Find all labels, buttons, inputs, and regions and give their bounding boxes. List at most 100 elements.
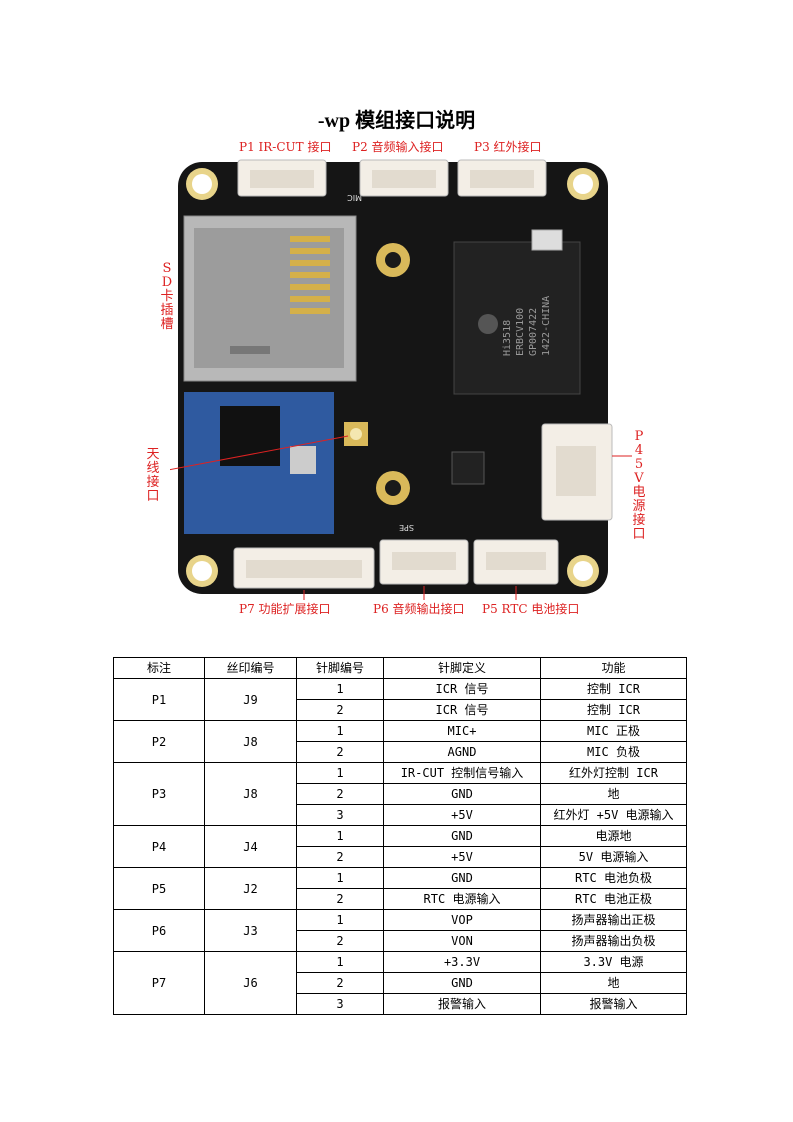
cell-silk: J3 xyxy=(204,909,297,952)
label-p2: P2 音频输入接口 xyxy=(352,140,444,154)
cell-mark: P4 xyxy=(113,825,205,868)
cell-func: RTC 电池正极 xyxy=(540,888,687,910)
cell-pin: 2 xyxy=(296,930,384,952)
cell-pin: 1 xyxy=(296,909,384,931)
header-func: 功能 xyxy=(540,657,687,679)
cell-func: 控制 ICR xyxy=(540,699,687,721)
cell-mark: P5 xyxy=(113,867,205,910)
label-p4: P4 5V 电源接口 xyxy=(632,429,646,542)
wifi-module xyxy=(184,392,334,534)
connector-p7 xyxy=(233,547,375,589)
cell-def: IR-CUT 控制信号输入 xyxy=(383,762,541,784)
mounting-holes xyxy=(186,168,599,587)
cell-def: GND xyxy=(383,972,541,994)
label-sd-slot: SD卡插槽 xyxy=(160,261,174,332)
sd-card-slot xyxy=(183,215,357,382)
cell-pin: 3 xyxy=(296,993,384,1015)
cell-pin: 1 xyxy=(296,867,384,889)
cell-silk: J4 xyxy=(204,825,297,868)
cell-func: 报警输入 xyxy=(540,993,687,1015)
silk-spe: SPE xyxy=(399,523,414,532)
cell-func: RTC 电池负极 xyxy=(540,867,687,889)
cell-pin: 2 xyxy=(296,783,384,805)
cell-pin: 1 xyxy=(296,678,384,700)
cell-func: 地 xyxy=(540,972,687,994)
cell-silk: J8 xyxy=(204,762,297,826)
header-mark: 标注 xyxy=(113,657,205,679)
header-silk: 丝印编号 xyxy=(204,657,297,679)
header-def: 针脚定义 xyxy=(383,657,541,679)
cell-func: MIC 负极 xyxy=(540,741,687,763)
cell-mark: P2 xyxy=(113,720,205,763)
cell-pin: 1 xyxy=(296,825,384,847)
cell-func: MIC 正极 xyxy=(540,720,687,742)
crystal xyxy=(531,229,563,251)
connector-p4 xyxy=(541,423,613,521)
cell-def: RTC 电源输入 xyxy=(383,888,541,910)
label-antenna: 天线接口 xyxy=(146,447,160,504)
cell-pin: 2 xyxy=(296,699,384,721)
cell-pin: 2 xyxy=(296,972,384,994)
cell-func: 5V 电源输入 xyxy=(540,846,687,868)
chip-text-4: 1422-CHINA xyxy=(541,296,552,356)
cell-pin: 1 xyxy=(296,720,384,742)
cell-func: 3.3V 电源 xyxy=(540,951,687,973)
cell-def: VON xyxy=(383,930,541,952)
label-p3: P3 红外接口 xyxy=(474,140,542,154)
pcb-board-image: MIC Hi3518 ERBCV100 GP007422 1422-CHINA xyxy=(170,159,632,600)
connector-p3 xyxy=(457,159,547,197)
cell-def: +3.3V xyxy=(383,951,541,973)
chip-text-2: ERBCV100 xyxy=(515,308,526,356)
cell-func: 扬声器输出负极 xyxy=(540,930,687,952)
main-chip: Hi3518 ERBCV100 GP007422 1422-CHINA xyxy=(453,241,581,395)
small-chip xyxy=(451,451,485,485)
chip-text-3: GP007422 xyxy=(528,308,539,356)
page-title: -wp 模组接口说明 xyxy=(317,110,476,132)
cell-func: 控制 ICR xyxy=(540,678,687,700)
cell-def: AGND xyxy=(383,741,541,763)
cell-mark: P1 xyxy=(113,678,205,721)
cell-def: +5V xyxy=(383,804,541,826)
cell-silk: J8 xyxy=(204,720,297,763)
cell-mark: P3 xyxy=(113,762,205,826)
cell-def: GND xyxy=(383,867,541,889)
table-header-row: 标注 丝印编号 针脚编号 针脚定义 功能 xyxy=(113,657,687,679)
cell-silk: J2 xyxy=(204,867,297,910)
cell-def: GND xyxy=(383,825,541,847)
cell-pin: 2 xyxy=(296,888,384,910)
cell-mark: P7 xyxy=(113,951,205,1015)
cell-def: GND xyxy=(383,783,541,805)
cell-pin: 2 xyxy=(296,846,384,868)
label-p1: P1 IR-CUT 接口 xyxy=(239,140,332,154)
cell-pin: 3 xyxy=(296,804,384,826)
cell-def: VOP xyxy=(383,909,541,931)
cell-pin: 1 xyxy=(296,951,384,973)
cell-silk: J9 xyxy=(204,678,297,721)
cell-def: +5V xyxy=(383,846,541,868)
cell-def: MIC+ xyxy=(383,720,541,742)
cell-pin: 1 xyxy=(296,762,384,784)
header-pin: 针脚编号 xyxy=(296,657,384,679)
silk-mic: MIC xyxy=(347,193,362,202)
cell-func: 红外灯控制 ICR xyxy=(540,762,687,784)
cell-pin: 2 xyxy=(296,741,384,763)
cell-def: ICR 信号 xyxy=(383,699,541,721)
label-p7: P7 功能扩展接口 xyxy=(239,602,331,616)
label-p5: P5 RTC 电池接口 xyxy=(482,602,580,616)
cell-func: 扬声器输出正极 xyxy=(540,909,687,931)
cell-func: 红外灯 +5V 电源输入 xyxy=(540,804,687,826)
chip-text-1: Hi3518 xyxy=(502,320,513,356)
